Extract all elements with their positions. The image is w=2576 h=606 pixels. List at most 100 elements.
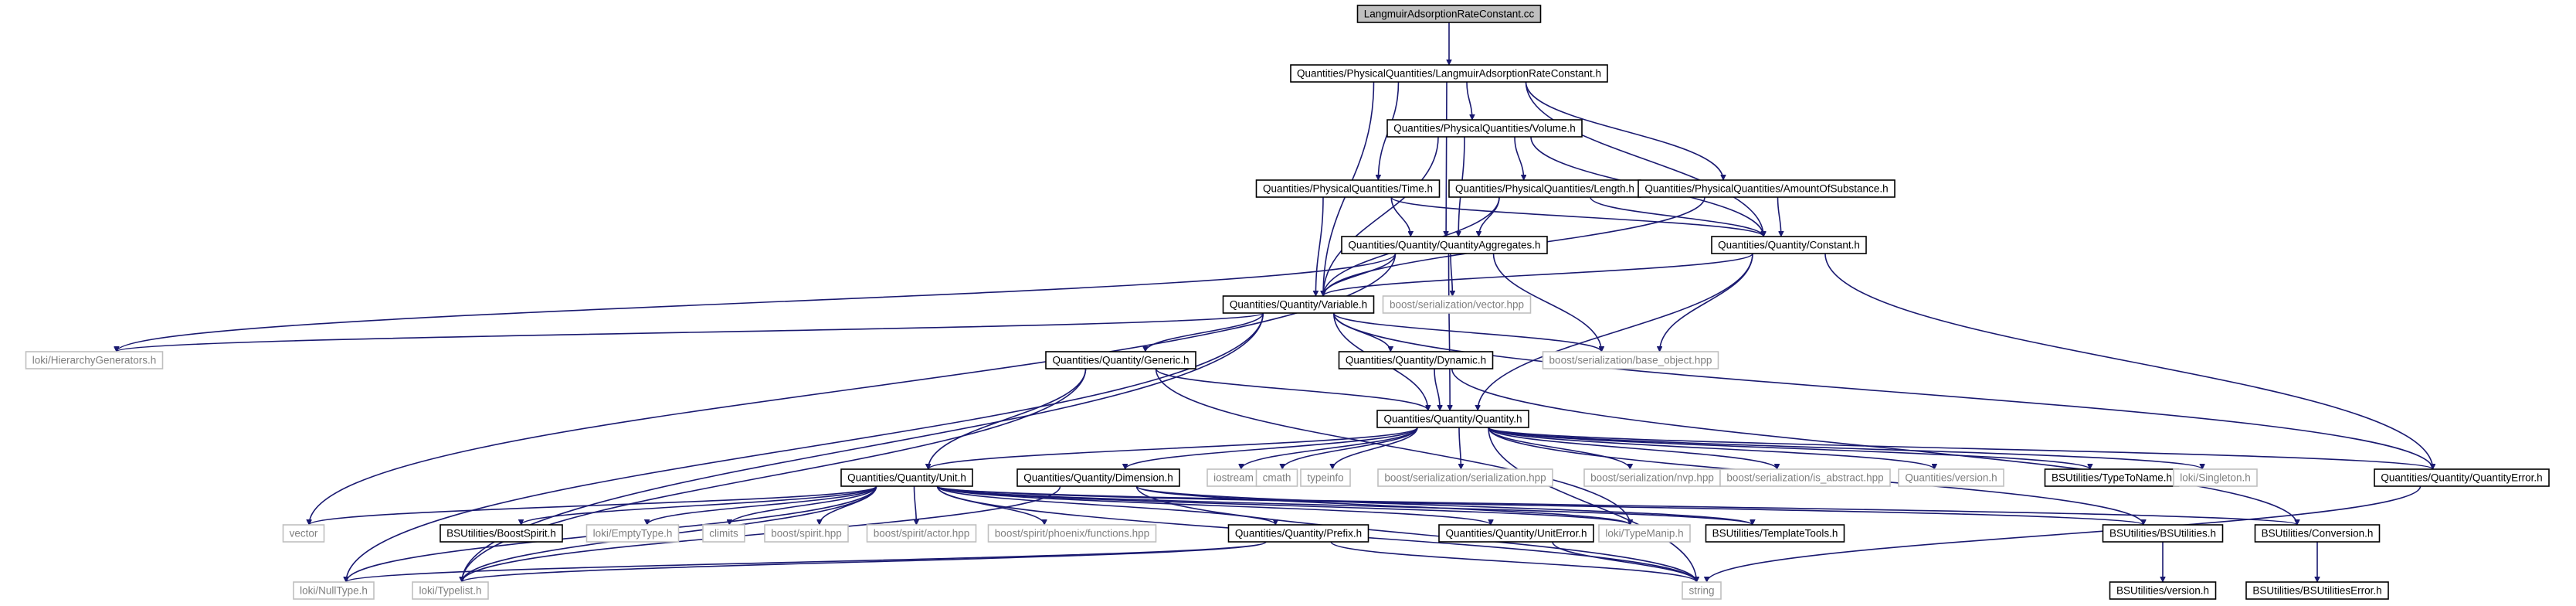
edge-quantityerror-to-string xyxy=(1707,485,2422,583)
node-bsutilities[interactable]: BSUtilities/BSUtilities.h xyxy=(2102,524,2224,543)
edge-time-to-constant xyxy=(1390,196,1763,237)
node-label: BSUtilities/BoostSpirit.h xyxy=(446,528,556,540)
node-larc-h[interactable]: Quantities/PhysicalQuantities/LangmuirAd… xyxy=(1290,64,1608,83)
node-label: Quantities/Quantity/UnitError.h xyxy=(1445,528,1587,540)
edge-length-to-aggregates xyxy=(1478,196,1500,237)
node-uniterror[interactable]: Quantities/Quantity/UnitError.h xyxy=(1438,524,1594,543)
node-box xyxy=(412,581,489,600)
node-label: loki/Typelist.h xyxy=(419,585,481,597)
node-box xyxy=(1438,524,1594,543)
node-label: Quantities/Quantity/QuantityError.h xyxy=(2381,472,2542,484)
node-box xyxy=(1711,236,1867,254)
node-label: BSUtilities/BSUtilitiesError.h xyxy=(2252,585,2381,597)
node-label: loki/EmptyType.h xyxy=(593,528,673,540)
edge-time-to-aggregates xyxy=(1390,196,1410,237)
node-bs-serialization: boost/serialization/serialization.hpp xyxy=(1377,468,1553,487)
node-box xyxy=(1045,351,1196,369)
node-bserror[interactable]: BSUtilities/BSUtilitiesError.h xyxy=(2245,581,2389,600)
node-volume[interactable]: Quantities/PhysicalQuantities/Volume.h xyxy=(1386,119,1583,138)
node-quantityerror[interactable]: Quantities/Quantity/QuantityError.h xyxy=(2374,468,2550,487)
node-box xyxy=(2245,581,2389,600)
edge-aggregates-to-quantity xyxy=(1449,253,1451,410)
node-quantity[interactable]: Quantities/Quantity/Quantity.h xyxy=(1376,410,1529,428)
node-constant[interactable]: Quantities/Quantity/Constant.h xyxy=(1711,236,1867,254)
node-bs-nvp: boost/serialization/nvp.hpp xyxy=(1583,468,1721,487)
node-box xyxy=(1255,468,1298,487)
node-label: string xyxy=(1688,585,1714,597)
node-label: loki/Singleton.h xyxy=(2180,472,2251,484)
node-typeinfo: typeinfo xyxy=(1300,468,1351,487)
node-label: Quantities/Quantity/QuantityAggregates.h xyxy=(1348,240,1540,251)
node-label: Quantities/PhysicalQuantities/LangmuirAd… xyxy=(1297,68,1601,80)
node-root[interactable]: LangmuirAdsorptionRateConstant.cc xyxy=(1356,5,1542,23)
edge-constant-to-variable xyxy=(1323,253,1753,297)
node-emptytype: loki/EmptyType.h xyxy=(585,524,680,543)
node-spirit-actor: boost/spirit/actor.hpp xyxy=(866,524,977,543)
node-label: LangmuirAdsorptionRateConstant.cc xyxy=(1364,9,1535,20)
node-bs-vector: boost/serialization/vector.hpp xyxy=(1382,295,1532,314)
node-label: boost/spirit/actor.hpp xyxy=(874,528,970,540)
node-box xyxy=(1016,468,1180,487)
node-box xyxy=(2374,468,2550,487)
node-box xyxy=(1376,410,1529,428)
node-singleton: loki/Singleton.h xyxy=(2173,468,2258,487)
edge-quantity-to-bs-nvp xyxy=(1488,427,1630,470)
node-box xyxy=(702,524,745,543)
node-length[interactable]: Quantities/PhysicalQuantities/Length.h xyxy=(1448,179,1641,198)
edge-unit-to-bsboostspirit xyxy=(521,485,877,526)
node-box xyxy=(1386,119,1583,138)
edge-prefix-to-string xyxy=(1330,541,1696,583)
edge-quantity-to-dimension xyxy=(1125,427,1418,470)
node-variable[interactable]: Quantities/Quantity/Variable.h xyxy=(1222,295,1375,314)
edge-quantity-to-bs-is-abstract xyxy=(1488,427,1777,470)
node-dynamic[interactable]: Quantities/Quantity/Dynamic.h xyxy=(1338,351,1494,369)
edge-quantity-to-bs-serialization xyxy=(1459,427,1461,469)
node-box xyxy=(1338,351,1494,369)
node-box xyxy=(987,524,1157,543)
node-iostream: iostream xyxy=(1207,468,1261,487)
node-label: Quantities/Quantity/Dynamic.h xyxy=(1346,355,1486,366)
node-typetoname[interactable]: BSUtilities/TypeToName.h xyxy=(2044,468,2180,487)
node-label: Quantities/Quantity/Prefix.h xyxy=(1235,528,1362,540)
node-label: boost/serialization/is_abstract.hpp xyxy=(1726,472,1883,484)
node-templatetools[interactable]: BSUtilities/TemplateTools.h xyxy=(1705,524,1845,543)
node-box xyxy=(1290,64,1608,83)
node-generic[interactable]: Quantities/Quantity/Generic.h xyxy=(1045,351,1196,369)
node-label: Quantities/Quantity/Variable.h xyxy=(1230,299,1367,311)
node-box xyxy=(1341,236,1548,254)
edge-variable-to-generic xyxy=(1145,312,1264,352)
node-box xyxy=(2173,468,2258,487)
edge-constant-to-quantity xyxy=(1478,253,1753,410)
edge-unit-to-vector xyxy=(309,485,877,526)
node-unit[interactable]: Quantities/Quantity/Unit.h xyxy=(840,468,973,487)
node-bsboostspirit[interactable]: BSUtilities/BoostSpirit.h xyxy=(440,524,563,543)
node-label: BSUtilities/version.h xyxy=(2116,585,2209,597)
node-conversion[interactable]: BSUtilities/Conversion.h xyxy=(2254,524,2381,543)
node-dimension[interactable]: Quantities/Quantity/Dimension.h xyxy=(1016,468,1180,487)
node-label: Quantities/Quantity/Unit.h xyxy=(847,472,966,484)
node-aggregates[interactable]: Quantities/Quantity/QuantityAggregates.h xyxy=(1341,236,1548,254)
edge-quantity-to-unit xyxy=(928,427,1418,470)
node-prefix[interactable]: Quantities/Quantity/Prefix.h xyxy=(1227,524,1369,543)
edge-dimension-to-typemanip xyxy=(1135,485,1631,526)
edge-variable-to-base-object xyxy=(1332,312,1602,352)
node-vector: vector xyxy=(282,524,325,543)
node-box xyxy=(1222,295,1375,314)
node-base-object: boost/serialization/base_object.hpp xyxy=(1542,351,1719,369)
edge-unit-to-spirit-actor xyxy=(913,485,917,525)
node-spirit-phoenix: boost/spirit/phoenix/functions.hpp xyxy=(987,524,1157,543)
edge-dynamic-to-quantity xyxy=(1434,368,1440,410)
edge-aggregates-to-variable xyxy=(1323,253,1397,297)
edge-constant-to-quantityerror xyxy=(1824,253,2433,469)
edge-aggregates-to-hierarchy xyxy=(117,253,1397,352)
node-bsversion[interactable]: BSUtilities/version.h xyxy=(2109,581,2217,600)
edge-unit-to-climits xyxy=(729,485,877,526)
node-time[interactable]: Quantities/PhysicalQuantities/Time.h xyxy=(1255,179,1441,198)
node-box xyxy=(440,524,563,543)
node-box xyxy=(2109,581,2217,600)
edge-unit-to-emptytype xyxy=(647,485,877,526)
node-box xyxy=(1300,468,1351,487)
node-label: Quantities/version.h xyxy=(1905,472,1997,484)
node-amount[interactable]: Quantities/PhysicalQuantities/AmountOfSu… xyxy=(1638,179,1896,198)
